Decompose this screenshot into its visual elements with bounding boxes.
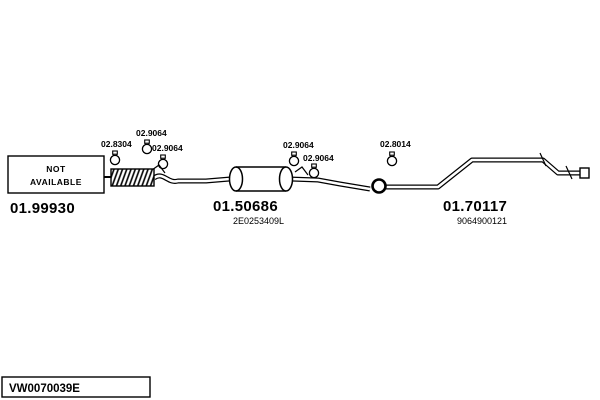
- part-number-front: 01.99930: [10, 200, 75, 217]
- clamp-label: 02.9064: [303, 153, 334, 163]
- clamp-label: 02.8014: [380, 139, 411, 149]
- hanger-tick: [565, 165, 573, 180]
- flange-ring: [371, 178, 387, 194]
- not-available-line1: NOT: [46, 164, 66, 174]
- tailpipe: [386, 152, 590, 190]
- clamp-label: 02.9064: [283, 140, 314, 150]
- clamp-group-front: 02.8304 02.9064 02.9064: [101, 128, 183, 170]
- hanger-tick: [539, 152, 547, 167]
- oem-number-rear: 9064900121: [457, 216, 507, 226]
- front-pipe: [151, 164, 231, 184]
- clamp-icon: [157, 154, 169, 170]
- not-available-box: NOT AVAILABLE: [7, 155, 105, 194]
- clamp-label: 02.9064: [136, 128, 167, 138]
- middle-pipe: [289, 166, 371, 192]
- tailpipe-end-cap: [579, 167, 590, 179]
- part-number-rear: 01.70117: [443, 198, 507, 215]
- clamp-group-rear: 02.8014: [380, 139, 411, 167]
- clamp-icon: [141, 139, 153, 155]
- clamp-icon: [109, 150, 121, 166]
- oem-number-middle: 2E0253409L: [233, 216, 284, 226]
- clamp-icon: [308, 163, 320, 179]
- not-available-line2: AVAILABLE: [30, 177, 82, 187]
- footer-code: VW0070039E: [9, 383, 80, 395]
- clamp-group-middle: 02.9064 02.9064: [283, 140, 334, 179]
- part-number-middle: 01.50686: [213, 198, 278, 215]
- muffler: [228, 166, 294, 192]
- flex-pipe: [104, 168, 155, 187]
- clamp-icon: [386, 151, 398, 167]
- footer-code-box: VW0070039E: [1, 376, 151, 398]
- clamp-label: 02.8304: [101, 139, 132, 149]
- clamp-label: 02.9064: [152, 143, 183, 153]
- clamp-icon: [288, 151, 300, 167]
